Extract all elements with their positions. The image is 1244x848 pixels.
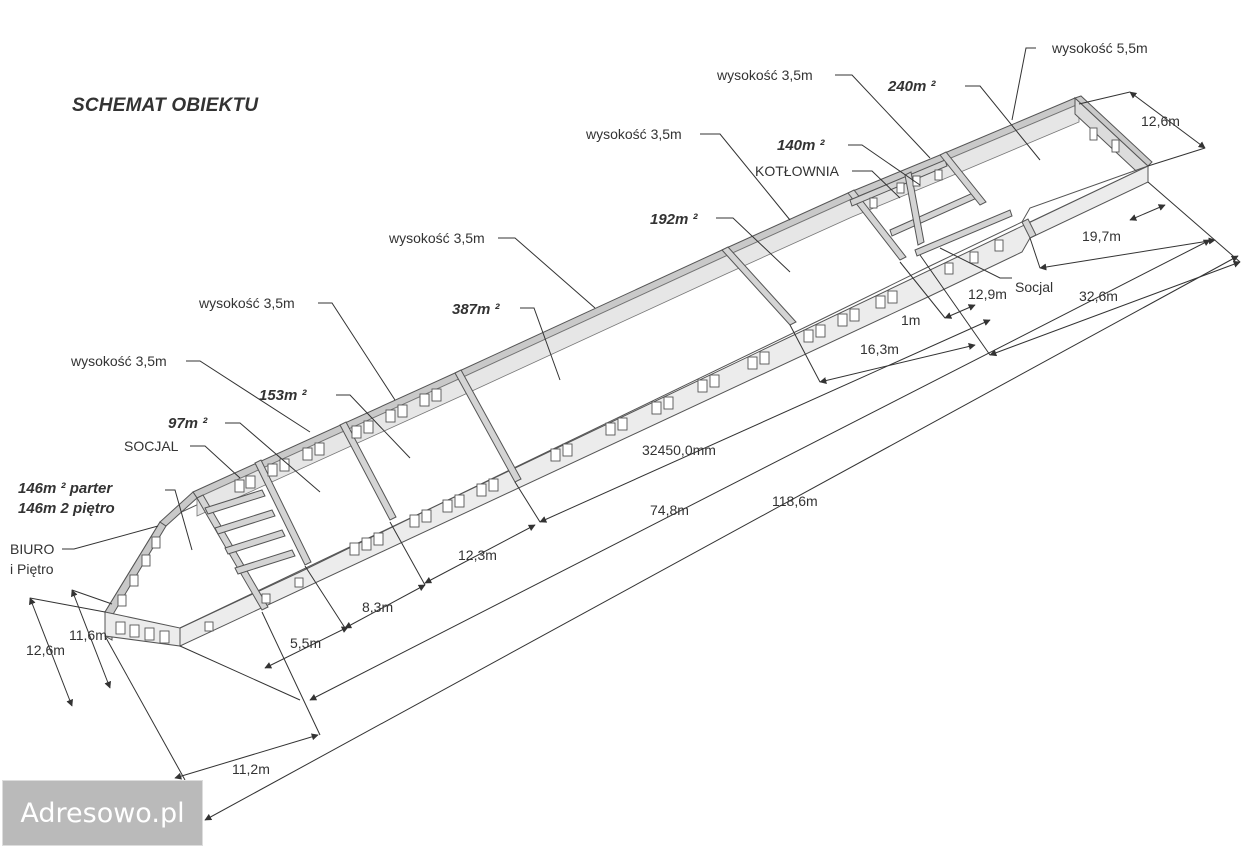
label-height-387: wysokość 3,5m <box>388 230 485 246</box>
label-socjal-right: Socjal <box>1015 279 1053 295</box>
dim-11-2: 11,2m <box>232 761 270 777</box>
dim-32-6: 32,6m <box>1079 288 1118 304</box>
upper-windows <box>869 127 1120 209</box>
label-height-kotlownia: wysokość 3,5m <box>716 67 813 83</box>
dim-32450: 32450,0mm <box>642 442 716 458</box>
label-height-97: wysokość 3,5m <box>70 353 167 369</box>
labels: wysokość 5,5m wysokość 3,5m wysokość 3,5… <box>10 40 1148 577</box>
dim-19-7: 19,7m <box>1082 228 1121 244</box>
dim-12-9: 12,9m <box>968 286 1007 302</box>
area-labels: 240m ² 140m ² 192m ² 387m ² 153m ² 97m ²… <box>18 78 937 517</box>
dim-1: 1m <box>901 312 920 328</box>
area-387: 387m ² <box>452 301 501 318</box>
label-pietro: i Piętro <box>10 561 54 577</box>
diagram-title: SCHEMAT OBIEKTU <box>72 95 259 116</box>
dim-5-5: 5,5m <box>290 635 321 651</box>
area-97: 97m ² <box>168 415 208 432</box>
dim-12-3: 12,3m <box>458 547 497 563</box>
area-240: 240m ² <box>887 78 937 95</box>
area-146-parter: 146m ² parter <box>18 480 113 497</box>
area-153: 153m ² <box>259 387 308 404</box>
dim-118-6: 118,6m <box>772 493 818 509</box>
building-walls <box>104 95 1153 647</box>
dimension-labels: 12,6m 19,7m 12,9m 32,6m 1m 16,3m 32450,0… <box>26 113 1180 777</box>
office-windows <box>115 536 170 644</box>
label-height-153: wysokość 3,5m <box>198 295 295 311</box>
area-140: 140m ² <box>777 137 826 154</box>
dim-12-6-left: 12,6m <box>26 642 65 658</box>
dim-16-3: 16,3m <box>860 341 899 357</box>
watermark-badge: Adresowo.pl <box>2 780 203 846</box>
dim-74-8: 74,8m <box>650 502 689 518</box>
label-height-5-5: wysokość 5,5m <box>1051 40 1148 56</box>
dim-8-3: 8,3m <box>362 599 393 615</box>
label-biuro: BIURO <box>10 541 54 557</box>
dim-12-6-right: 12,6m <box>1141 113 1180 129</box>
watermark-text: Adresowo.pl <box>20 797 185 829</box>
right-end-wall-top <box>1074 95 1153 167</box>
label-height-192: wysokość 3,5m <box>585 126 682 142</box>
label-kotlownia: KOTŁOWNIA <box>755 163 840 179</box>
area-146-pietro: 146m 2 piętro <box>18 500 115 517</box>
dimension-lines <box>29 91 1241 821</box>
area-192: 192m ² <box>650 211 699 228</box>
label-socjal-left: SOCJAL <box>124 438 179 454</box>
dim-11-6: 11,6m <box>69 627 107 643</box>
